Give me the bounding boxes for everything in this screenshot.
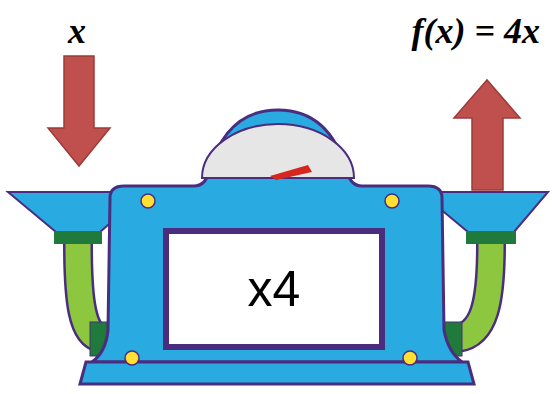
input-label: x [68, 10, 86, 52]
gauge-needle [270, 165, 312, 180]
machine-rule: x4 [248, 260, 301, 318]
display-box: x4 [163, 228, 385, 350]
machine-body [92, 110, 462, 362]
output-label: f(x) = 4x [412, 10, 540, 52]
bolt [141, 194, 155, 208]
funnel-band [466, 231, 516, 244]
funnel-band [54, 231, 102, 244]
pipe-outline [458, 244, 491, 338]
right-pipe [458, 244, 491, 338]
input-arrow [48, 56, 110, 166]
machine-base [80, 362, 474, 384]
gauge [202, 124, 354, 178]
bolt [385, 194, 399, 208]
output-arrow [454, 80, 520, 190]
bolt [403, 351, 417, 365]
bolt [125, 351, 139, 365]
